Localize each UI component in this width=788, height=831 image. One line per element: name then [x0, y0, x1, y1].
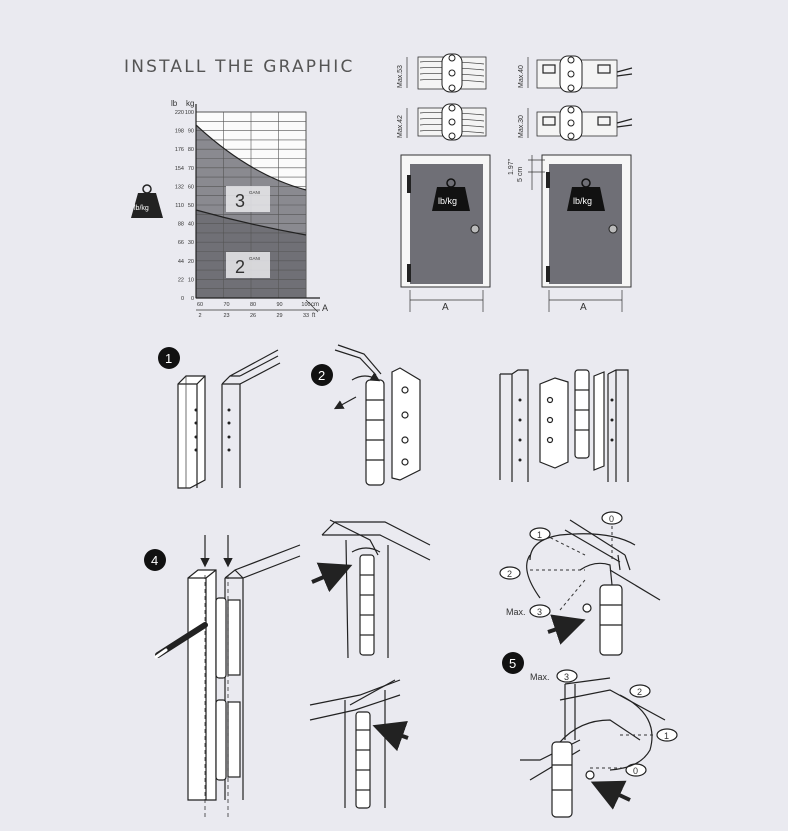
cm-tick: 70 [223, 302, 229, 308]
zone-3-hinge-mark: GANI [249, 190, 260, 195]
step-5-adjustment: 5 Max. 3 2 1 0 [502, 652, 678, 818]
door-right: lb/kg A 1.97" 5 cm [508, 154, 632, 313]
ft-unit: ft [312, 313, 316, 319]
kg-unit: kg [186, 99, 194, 108]
max-42-sketch: Max.42 [397, 103, 487, 141]
dim-inches: 1.97" [508, 158, 515, 175]
kg-tick: 60 [188, 184, 194, 190]
door-left-weight-label: lb/kg [438, 196, 457, 206]
step-2-pin-removal: 2 [311, 344, 421, 486]
adjust-bottom-c2: 2 [637, 687, 642, 697]
lb-tick: 176 [175, 147, 184, 153]
ft-tick: 2 [198, 313, 201, 319]
step-2-badge: 2 [311, 364, 333, 386]
svg-text:5: 5 [509, 656, 516, 671]
step-5-badge: 5 [502, 652, 524, 674]
step-4-hinge-mounting: 4 [144, 535, 301, 820]
lb-tick: 0 [181, 296, 184, 302]
adjust-bottom-c3: 3 [564, 672, 569, 682]
axis-a-label: A [322, 303, 328, 313]
ft-tick: 23 [223, 313, 229, 319]
svg-text:Max.30: Max.30 [518, 115, 525, 138]
lb-tick: 22 [178, 277, 184, 283]
zone-2-hinge-mark: GANI [249, 256, 260, 261]
adjust-top-c2: 2 [507, 569, 512, 579]
step-4-badge: 4 [144, 549, 166, 571]
max-30-sketch: Max.30 [518, 105, 633, 141]
kg-tick: 50 [188, 203, 194, 209]
step-1-frame-prep: 1 [158, 347, 281, 489]
step-1-badge: 1 [158, 347, 180, 369]
svg-text:2: 2 [318, 368, 325, 383]
adjust-top-c3: 3 [537, 607, 542, 617]
zone-2-label: 2 [235, 257, 245, 277]
adjustment-top: 1 0 2 Max. 3 [499, 511, 661, 656]
cm-tick: 80 [250, 302, 256, 308]
kg-tick: 30 [188, 240, 194, 246]
lb-tick: 110 [175, 203, 184, 209]
door-left: lb/kg A [400, 154, 491, 313]
step-4-top-detail [311, 519, 431, 659]
adjust-bottom-c1: 1 [664, 731, 669, 741]
adjust-bottom-c0: 0 [633, 766, 638, 776]
cm-unit: cm [311, 302, 319, 308]
lb-tick: 132 [175, 184, 184, 190]
step-4-bottom-detail [309, 679, 409, 809]
max-53-sketch: Max.53 [397, 53, 487, 93]
ft-tick-labels: 2 23 26 29 33 [198, 313, 309, 319]
lb-tick: 44 [178, 259, 184, 265]
ft-tick: 29 [276, 313, 282, 319]
kg-tick: 100 [185, 110, 194, 116]
cm-tick-labels: 60 70 80 90 100 [197, 302, 311, 308]
max-40-sketch: Max.40 [518, 55, 633, 93]
svg-text:4: 4 [151, 553, 158, 568]
svg-text:1: 1 [165, 351, 172, 366]
adjust-bottom-max-label: Max. [530, 672, 550, 682]
svg-text:lb/kg: lb/kg [134, 205, 149, 212]
lb-tick: 154 [175, 166, 184, 172]
cm-tick: 90 [276, 302, 282, 308]
adjust-top-max-label: Max. [506, 607, 526, 617]
kg-tick: 40 [188, 222, 194, 228]
lb-unit: lb [171, 99, 178, 108]
svg-text:Max.40: Max.40 [518, 65, 525, 88]
svg-text:Max.53: Max.53 [397, 65, 404, 88]
lb-tick: 88 [178, 222, 184, 228]
kg-tick: 0 [191, 296, 194, 302]
kg-tick: 80 [188, 147, 194, 153]
weight-icon: lb/kg [131, 184, 163, 218]
door-right-weight-label: lb/kg [573, 196, 592, 206]
dim-cm: 5 cm [517, 167, 524, 182]
zone-3-label: 3 [235, 191, 245, 211]
lb-tick: 220 [175, 110, 184, 116]
cm-tick: 100 [301, 302, 310, 308]
step-3-hinge-assembly [499, 369, 629, 482]
lb-tick: 66 [178, 240, 184, 246]
ft-tick: 26 [250, 313, 256, 319]
kg-tick: 20 [188, 259, 194, 265]
kg-tick: 10 [188, 277, 194, 283]
kg-tick: 70 [188, 166, 194, 172]
ft-tick: 33 [303, 313, 309, 319]
lb-tick: 198 [175, 129, 184, 135]
door-right-width-label: A [580, 302, 587, 313]
door-left-width-label: A [442, 302, 449, 313]
kg-tick: 90 [188, 129, 194, 135]
cm-tick: 60 [197, 302, 203, 308]
svg-text:Max.42: Max.42 [397, 115, 404, 138]
adjust-top-c0: 0 [609, 514, 614, 524]
adjust-top-c1: 1 [537, 530, 542, 540]
page-title: INSTALL THE GRAPHIC [124, 57, 355, 77]
